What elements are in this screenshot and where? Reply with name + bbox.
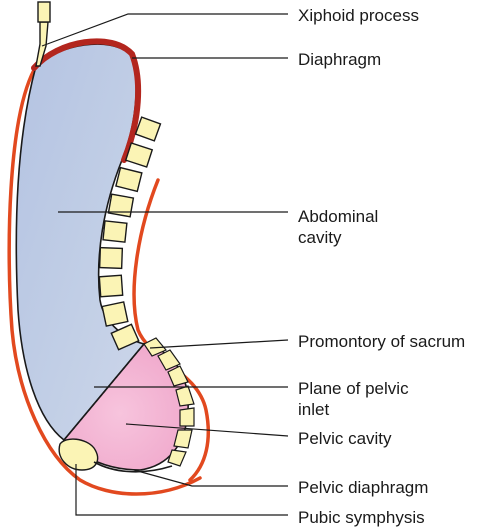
vertebra (98, 246, 124, 270)
leader-pubic (75, 464, 288, 516)
label-abdominal-line1: Abdominal (298, 207, 379, 226)
sternum-tip (37, 1, 51, 23)
vertebra (101, 301, 129, 327)
vertebral-column (98, 116, 162, 351)
vertebra (102, 220, 128, 243)
leader-xiphoid (41, 13, 288, 47)
label-abdominal-cavity: Abdominal cavity (298, 206, 378, 248)
diaphragm (31, 38, 142, 163)
pelvic-diaphragm (93, 461, 173, 473)
label-plane-line1: Plane of pelvic (298, 379, 409, 398)
vertebra (134, 116, 162, 142)
vertebra (124, 142, 154, 168)
label-pelvic-cavity: Pelvic cavity (298, 429, 392, 448)
label-plane-line2: inlet (298, 400, 330, 419)
pelvic-inlet-plane (63, 343, 145, 441)
label-promontory-of-sacrum: Promontory of sacrum (298, 332, 466, 351)
label-plane-of-pelvic-inlet: Plane of pelvic inlet (298, 378, 409, 420)
label-abdominal-line2: cavity (298, 228, 342, 247)
label-pelvic-diaphragm: Pelvic diaphragm (298, 478, 429, 497)
label-diaphragm: Diaphragm (298, 50, 382, 69)
leader-pelvic-cavity (125, 423, 289, 437)
leader-lines (41, 13, 289, 516)
vertebra (107, 193, 135, 218)
vertebra (98, 274, 124, 298)
label-xiphoid-process: Xiphoid process (298, 6, 419, 25)
label-pubic-symphysis: Pubic symphysis (298, 508, 425, 527)
leader-promontory (149, 339, 289, 349)
anterior-abdominal-wall (7, 68, 202, 496)
vertebra (110, 323, 140, 351)
vertebra (115, 166, 143, 193)
leader-pelvic-diaphragm (133, 469, 288, 487)
